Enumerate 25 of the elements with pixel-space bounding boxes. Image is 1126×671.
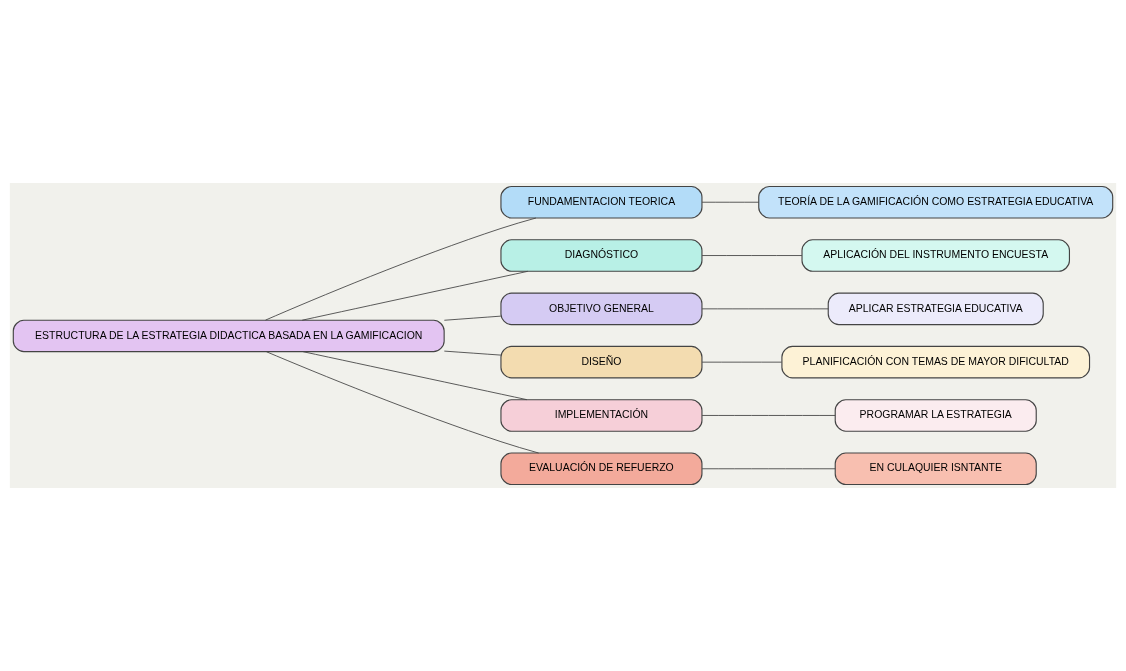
connector xyxy=(701,415,836,416)
connector xyxy=(443,350,502,356)
node-box: IMPLEMENTACIÓN xyxy=(500,399,703,432)
connector xyxy=(701,361,783,363)
node-box: PROGRAMAR LA ESTRATEGIA xyxy=(834,399,1037,432)
node-box: DIAGNÓSTICO xyxy=(500,239,703,272)
node-box: EN CULAQUIER ISNTANTE xyxy=(834,452,1037,486)
node-box: PLANIFICACIÓN CON TEMAS DE MAYOR DIFICULTAD xyxy=(781,345,1091,379)
connector xyxy=(701,201,760,203)
node-box: DISEÑO xyxy=(500,345,703,379)
connector xyxy=(302,351,528,401)
connector xyxy=(443,315,502,321)
connector xyxy=(266,351,540,454)
connector xyxy=(301,270,529,321)
connector xyxy=(701,255,803,256)
node-box: EVALUACIÓN DE REFUERZO xyxy=(500,452,703,486)
node-box: FUNDAMENTACION TEORICA xyxy=(500,185,703,219)
node-box: TEORÍA DE LA GAMIFICACIÓN COMO ESTRATEGIA EDUCATIVA xyxy=(758,185,1114,219)
connector xyxy=(701,468,836,470)
node-box: ESTRUCTURA DE LA ESTRATEGIA DIDACTICA BASADA EN LA GAMIFICACION xyxy=(12,319,445,353)
connector xyxy=(701,308,829,310)
node-box: APLICACIÓN DEL INSTRUMENTO ENCUESTA xyxy=(801,239,1070,272)
node-box: APLICAR ESTRATEGIA EDUCATIVA xyxy=(827,292,1044,326)
node-box: OBJETIVO GENERAL xyxy=(500,292,703,326)
connector xyxy=(265,217,537,321)
